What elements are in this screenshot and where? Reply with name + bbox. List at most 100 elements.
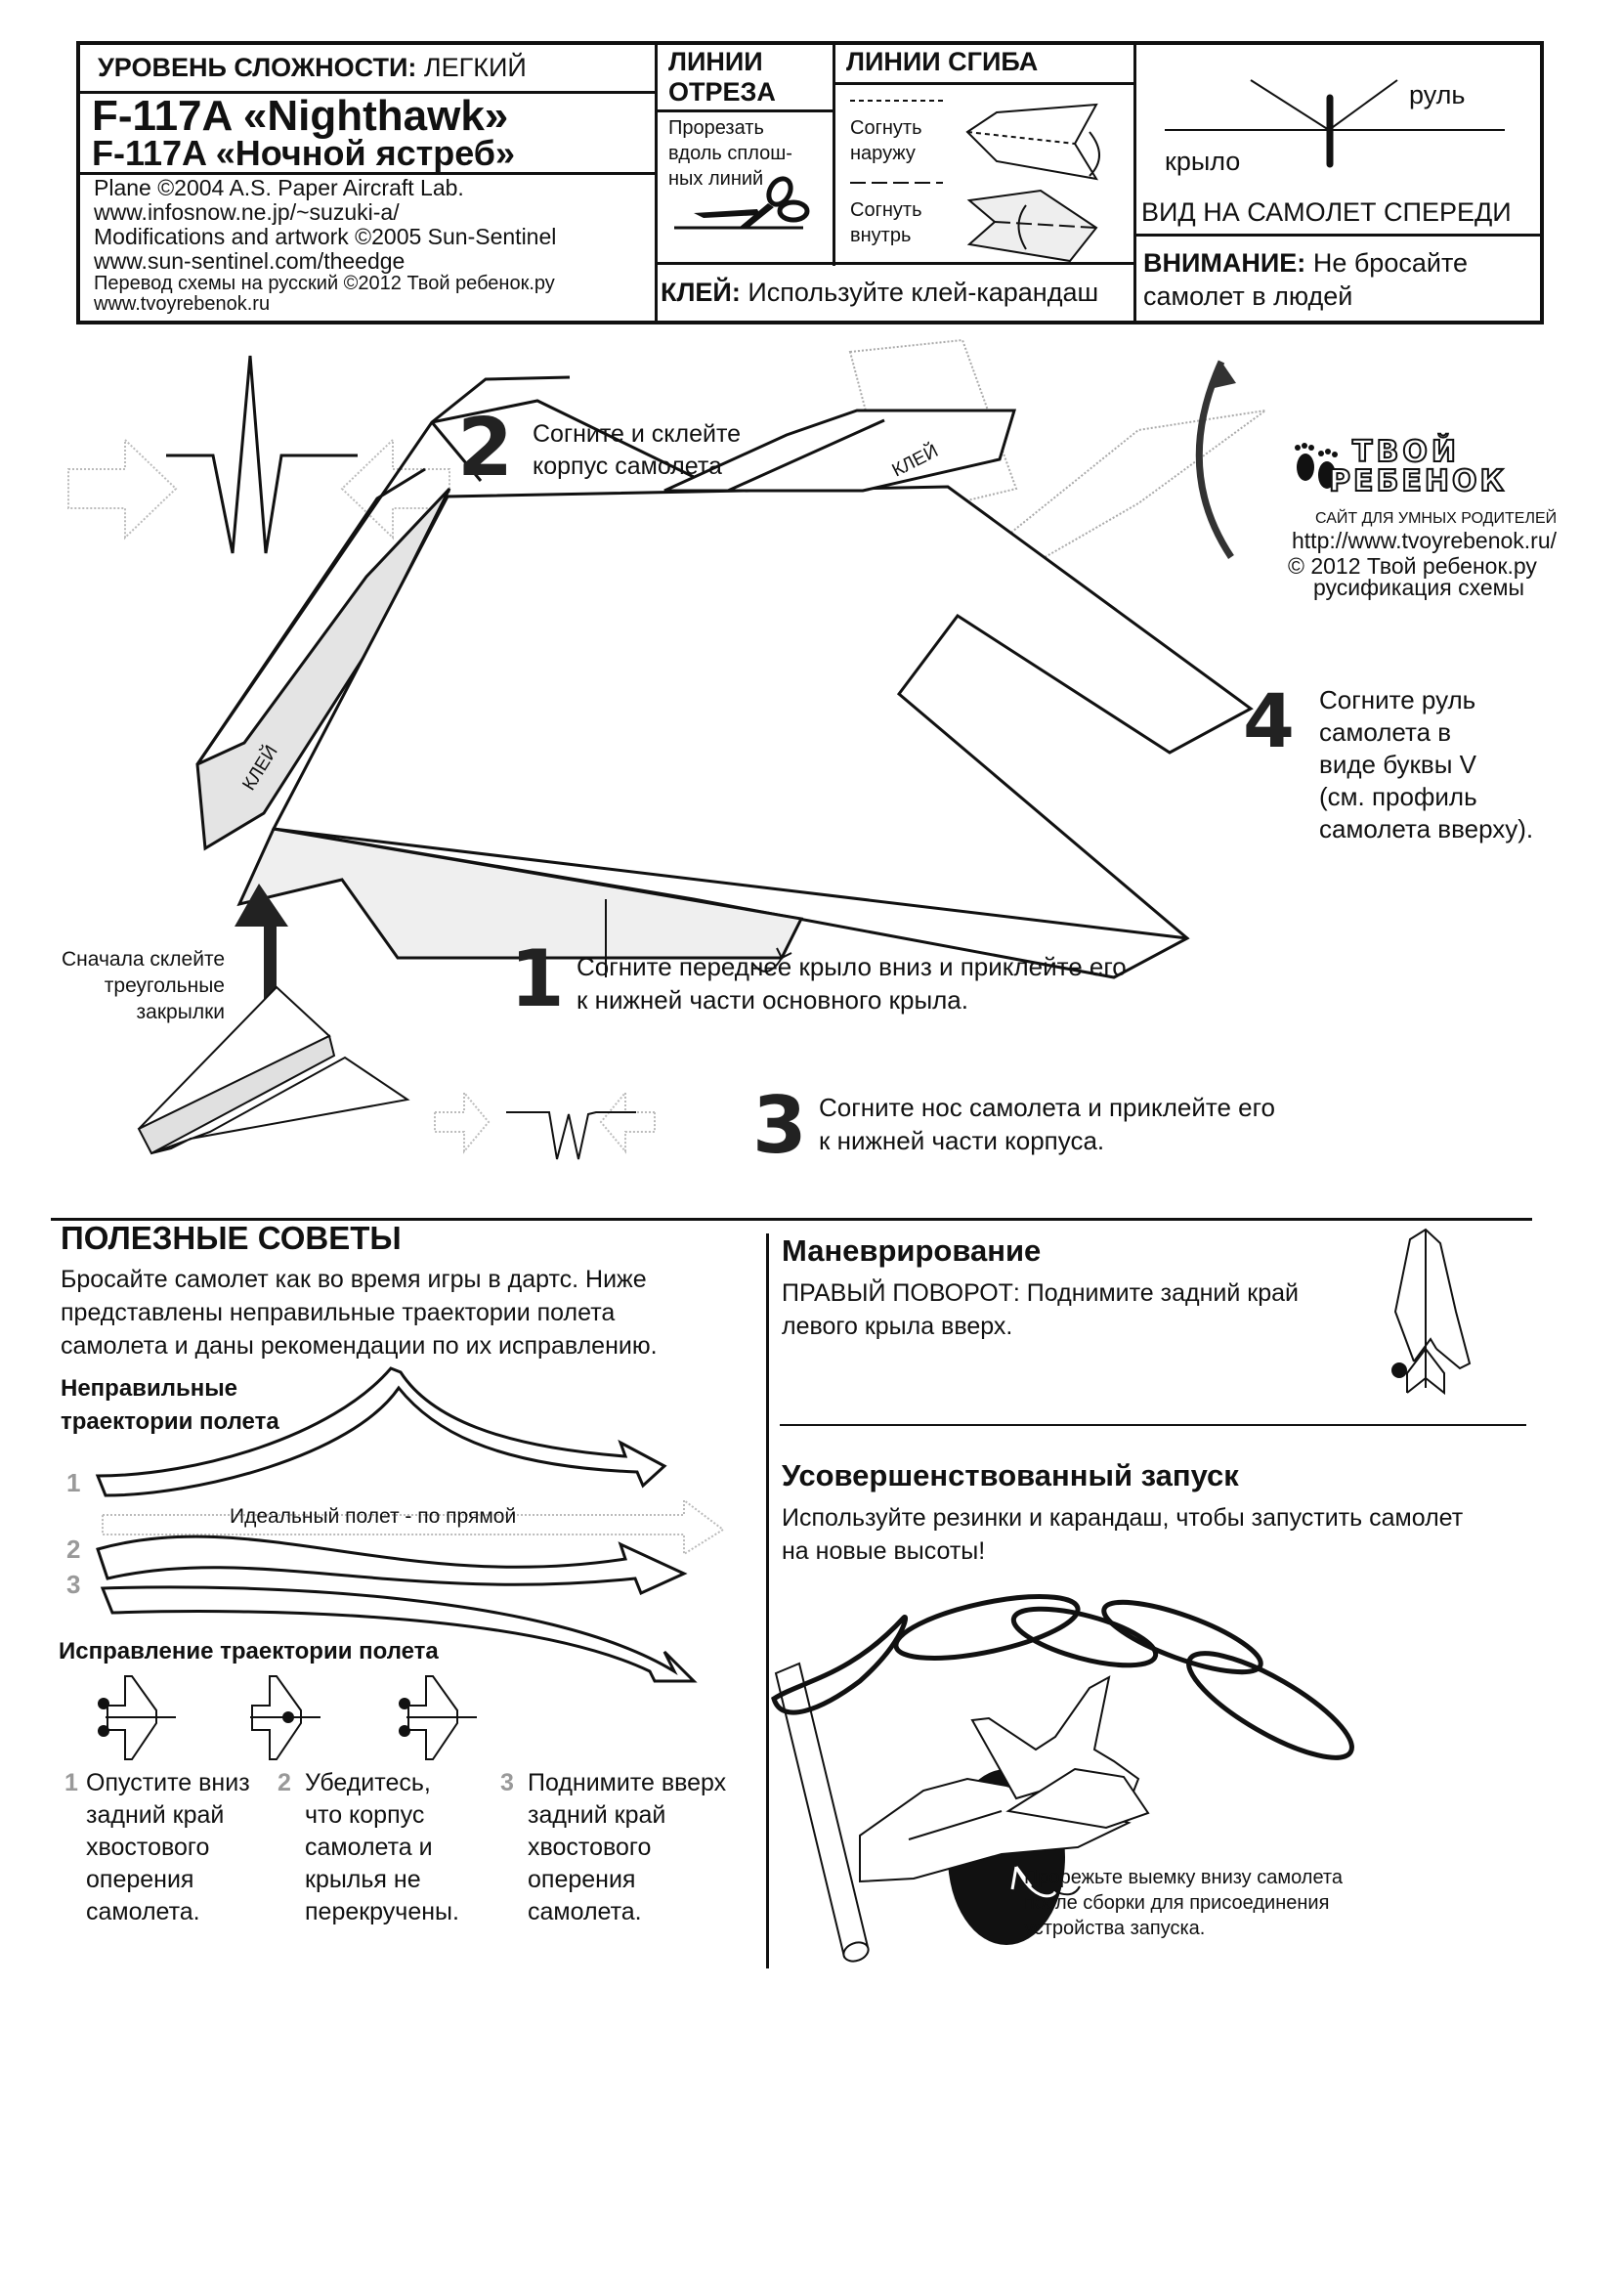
step-4-line: самолета вверху).: [1319, 814, 1534, 843]
step-number-4: 4: [1243, 677, 1295, 764]
divider: [76, 91, 657, 94]
cut-desc-line: ных линий: [668, 168, 764, 190]
step-4-text: Согните руль самолета в виде буквы V (см…: [1319, 684, 1533, 845]
divider: [655, 41, 658, 324]
launch-note-line: после сборки для присоединения: [1024, 1892, 1330, 1914]
trajectory-2: [96, 1535, 688, 1596]
trajectory-num-2: 2: [66, 1535, 81, 1564]
credit-line: Plane ©2004 A.S. Paper Aircraft Lab.: [94, 175, 464, 200]
cut-lines-title-2: ОТРЕЗА: [668, 77, 776, 107]
fix-1-line: задний край: [86, 1801, 225, 1829]
step-3-line: к нижней части корпуса.: [819, 1126, 1105, 1155]
launch-note-line: устройства запуска.: [1024, 1918, 1206, 1939]
warning: ВНИМАНИЕ: Не бросайте самолет в людей: [1143, 246, 1468, 313]
fix-num-1: 1: [64, 1769, 78, 1796]
fix-2-line: перекручены.: [305, 1898, 459, 1925]
first-glue-line: Сначала склейте: [61, 948, 225, 971]
step-number-2: 2: [457, 402, 514, 495]
wrong-trajectories-title: Неправильные траектории полета: [61, 1372, 279, 1439]
launch-line: Используйте резинки и карандаш, чтобы за…: [782, 1504, 1464, 1532]
launch-note-line: Прорежьте выемку внизу самолета: [1024, 1867, 1343, 1888]
step-1-line: к нижней части основного крыла.: [577, 985, 968, 1015]
fix-1-line: хвостового: [86, 1834, 210, 1861]
credit-line: Перевод схемы на русский ©2012 Твой ребе…: [94, 273, 555, 294]
launch-title: Усовершенствованный запуск: [782, 1458, 1239, 1492]
fix-2: 2 Убедитесь, что корпус самолета и крыль…: [278, 1767, 459, 1928]
first-glue-line: треугольные: [104, 974, 225, 997]
step-4-line: (см. профиль: [1319, 782, 1477, 811]
difficulty-value: ЛЕГКИЙ: [423, 53, 527, 82]
maneuver-text: ПРАВЫЙ ПОВОРОТ: Поднимите задний край ле…: [782, 1276, 1299, 1343]
step-number-3: 3: [752, 1080, 807, 1171]
maneuver-line: ПРАВЫЙ ПОВОРОТ: Поднимите задний край: [782, 1279, 1300, 1307]
maneuver-plane-icon: [1391, 1228, 1472, 1396]
scissors-icon: [674, 176, 810, 230]
fix-3-line: оперения: [528, 1866, 636, 1893]
fix-trajectory-title: Исправление траектории полета: [59, 1638, 439, 1664]
divider: [833, 41, 835, 266]
footprints-icon: [1295, 443, 1338, 489]
difficulty: УРОВЕНЬ СЛОЖНОСТИ: ЛЕГКИЙ: [98, 53, 527, 83]
front-view-caption: ВИД НА САМОЛЕТ СПЕРЕДИ: [1141, 197, 1512, 227]
fix-3-line: самолета.: [528, 1898, 642, 1925]
divider: [834, 82, 1133, 85]
fold-in-icon: [966, 189, 1098, 263]
fold-in-text: Согнуть: [850, 199, 922, 221]
step-1-text: Согните переднее крыло вниз и приклейте …: [577, 950, 1127, 1016]
fix-3-line: задний край: [528, 1801, 666, 1829]
launch-diagram: [771, 1594, 1354, 1963]
maneuver-line: левого крыла вверх.: [782, 1313, 1013, 1340]
tips-title: ПОЛЕЗНЫЕ СОВЕТЫ: [61, 1220, 402, 1256]
front-view-diagram: [1165, 79, 1505, 168]
launch-note: Прорежьте выемку внизу самолета после сб…: [1024, 1865, 1343, 1941]
step-2-line: Согните и склейте: [533, 420, 742, 448]
tips-intro-line: представлены неправильные траектории пол…: [61, 1299, 616, 1326]
step-4-line: виде буквы V: [1319, 750, 1476, 779]
fold-out-text: наружу: [850, 143, 916, 164]
credit-line: www.sun-sentinel.com/theedge: [94, 248, 406, 274]
step3-diagram: [137, 884, 656, 1160]
step-4-line: Согните руль: [1319, 685, 1476, 714]
fold-in-text: внутрь: [850, 225, 912, 246]
fix-3: 3 Поднимите вверх задний край хвостового…: [500, 1767, 726, 1928]
step-2-text: Согните и склейте корпус самолета: [533, 418, 741, 483]
step-3-text: Согните нос самолета и приклейте его к н…: [819, 1091, 1275, 1157]
pencil-icon: [774, 1662, 870, 1963]
fix-2-line: что корпус: [305, 1801, 425, 1829]
rudder-ghost: [961, 410, 1266, 598]
jet-plane-icon: [859, 1675, 1150, 1883]
logo-name-1: ТВОЙ: [1351, 435, 1460, 469]
fix-2-line: Убедитесь,: [305, 1769, 431, 1796]
glue-label: КЛЕЙ:: [661, 278, 741, 307]
fold-out-label: Согнуть наружу: [850, 115, 922, 166]
arrow-right-icon: [67, 437, 178, 540]
glue-text: Используйте клей-карандаш: [748, 278, 1099, 307]
divider: [76, 172, 657, 175]
ideal-flight-label: Идеальный полет - по прямой: [230, 1505, 517, 1528]
fix-planes: [98, 1675, 477, 1760]
curved-arrow-icon: [1195, 360, 1234, 559]
fix-num-2: 2: [278, 1769, 291, 1796]
divider: [657, 262, 1135, 265]
fix-1-line: оперения: [86, 1866, 194, 1893]
fix-3-line: хвостового: [528, 1834, 652, 1861]
arrow-right-icon: [434, 1090, 491, 1154]
step-2-line: корпус самолета: [533, 453, 722, 480]
logo-url[interactable]: http://www.tvoyrebenok.ru/: [1292, 528, 1558, 553]
title-ru: F-117A «Ночной ястреб»: [92, 133, 516, 173]
step-4-line: самолета в: [1319, 717, 1452, 747]
fix-1-line: самолета.: [86, 1898, 200, 1925]
divider: [657, 109, 834, 112]
trajectory-3: [100, 1585, 698, 1683]
section-divider: [51, 1218, 1532, 1221]
tail-glue-strip: [663, 409, 1017, 493]
fix-plane-1: [98, 1675, 176, 1760]
step-1-line: Согните переднее крыло вниз и приклейте …: [577, 952, 1127, 981]
fold-lines-title: ЛИНИИ СГИБА: [846, 47, 1039, 76]
title-en: F-117A «Nighthawk»: [92, 92, 509, 140]
fix-num-3: 3: [500, 1769, 514, 1796]
credit-line: Modifications and artwork ©2005 Sun-Sent…: [94, 224, 557, 249]
header-box: [76, 41, 1544, 324]
cut-lines-desc: Прорезать вдоль сплош- ных линий: [668, 115, 792, 192]
tips-intro-line: Бросайте самолет как во время игры в дар…: [61, 1266, 647, 1293]
